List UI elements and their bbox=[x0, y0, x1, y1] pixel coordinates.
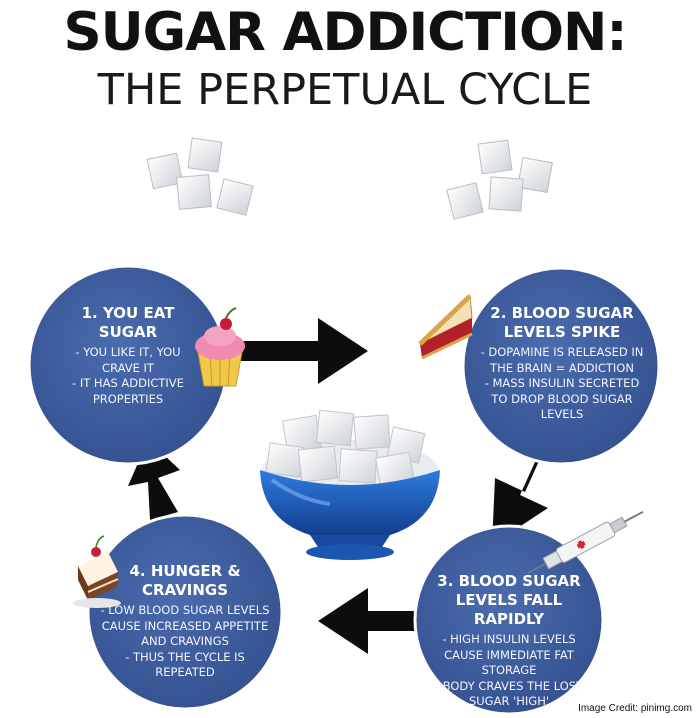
step-2-text: 2. BLOOD SUGAR LEVELS SPIKE - DOPAMINE I… bbox=[474, 304, 650, 423]
arrow-down bbox=[492, 441, 548, 545]
cupcake-icon bbox=[195, 307, 245, 387]
arrow-left bbox=[318, 588, 425, 654]
page-subtitle: THE PERPETUAL CYCLE bbox=[97, 65, 593, 115]
step-4-circle bbox=[86, 513, 284, 711]
image-credit: Image Credit: pinimg.com bbox=[578, 703, 692, 714]
step-4-body: - LOW BLOOD SUGAR LEVELS CAUSE INCREASED… bbox=[100, 603, 270, 679]
syringe-icon bbox=[527, 510, 644, 574]
step-3-body: - HIGH INSULIN LEVELS CAUSE IMMEDIATE FA… bbox=[434, 632, 584, 708]
step-2-body: - DOPAMINE IS RELEASED IN THE BRAIN = AD… bbox=[480, 345, 644, 421]
step-3-text: 3. BLOOD SUGAR LEVELS FALL RAPIDLY - HIG… bbox=[420, 572, 598, 710]
step-2-circle bbox=[461, 266, 661, 466]
step-1-heading: 1. YOU EAT SUGAR bbox=[81, 304, 175, 341]
step-4-heading: 4. HUNGER & CRAVINGS bbox=[129, 562, 241, 599]
step-1-text: 1. YOU EAT SUGAR - YOU LIKE IT, YOU CRAV… bbox=[44, 304, 212, 407]
sugar-bowl-icon bbox=[260, 409, 440, 560]
cake-slice-icon bbox=[73, 535, 121, 608]
step-2-heading: 2. BLOOD SUGAR LEVELS SPIKE bbox=[490, 304, 634, 341]
step-3-heading: 3. BLOOD SUGAR LEVELS FALL RAPIDLY bbox=[437, 572, 581, 628]
page-title: SUGAR ADDICTION: bbox=[63, 2, 627, 63]
arrow-right bbox=[240, 318, 368, 384]
step-3-circle bbox=[413, 524, 605, 716]
step-4-text: 4. HUNGER & CRAVINGS - LOW BLOOD SUGAR L… bbox=[95, 562, 275, 681]
step-1-body: - YOU LIKE IT, YOU CRAVE IT - IT HAS ADD… bbox=[72, 345, 184, 406]
sugar-cubes-icon-right bbox=[446, 139, 553, 220]
pie-slice-icon bbox=[418, 294, 473, 360]
sugar-cubes-icon-left bbox=[146, 137, 254, 216]
